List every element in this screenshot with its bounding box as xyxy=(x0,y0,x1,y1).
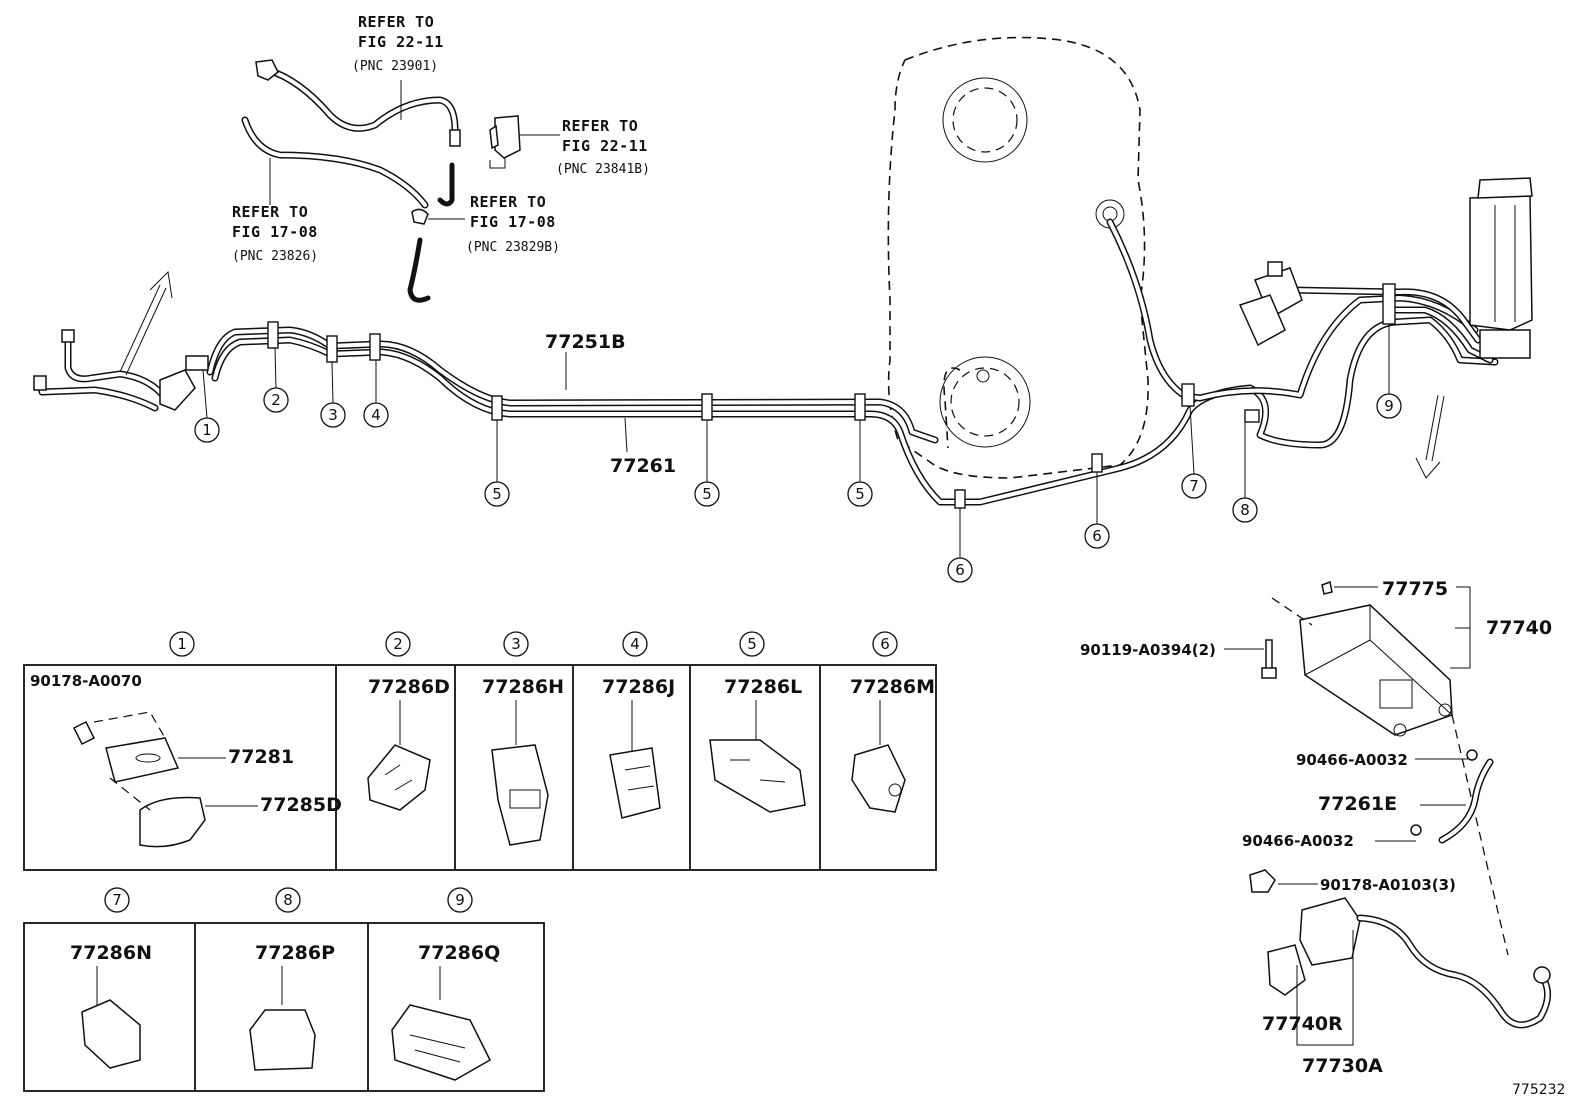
ref-17-08-a-pnc: (PNC 23829B) xyxy=(466,240,560,255)
vsv-valve-icon xyxy=(489,115,521,169)
callout-9: 9 xyxy=(1384,397,1394,415)
part-77286m: 77286M xyxy=(850,676,935,698)
callout-leaders xyxy=(202,324,1390,558)
clip-table-row1 xyxy=(23,664,937,871)
callout-6: 6 xyxy=(1092,527,1102,545)
ref-22-11-b-line2: FIG 22-11 xyxy=(562,137,648,155)
ref-22-11-b-line1: REFER TO xyxy=(562,117,638,135)
part-77730a: 77730A xyxy=(1302,1055,1383,1077)
clip-table-row1-headers: 1 2 3 4 5 6 xyxy=(169,631,898,657)
callout-5: 5 xyxy=(492,485,502,503)
callout-4: 4 xyxy=(371,406,381,424)
purge-vsv-icon xyxy=(1238,261,1303,347)
ref-22-11-b-pnc: (PNC 23841B) xyxy=(556,162,650,177)
callout-5: 5 xyxy=(702,485,712,503)
part-77286n: 77286N xyxy=(70,942,152,964)
ref-17-08-b-pnc: (PNC 23826) xyxy=(232,249,318,264)
part-77281: 77281 xyxy=(228,746,294,768)
part-90466-a0032-lower: 90466-A0032 xyxy=(1242,832,1354,850)
ref-17-08-a-line1: REFER TO xyxy=(470,193,546,211)
ref-17-08-b-line2: FIG 17-08 xyxy=(232,223,318,241)
charcoal-canister-icon xyxy=(1469,177,1533,359)
tube-clamps xyxy=(267,283,1396,509)
part-90178-a0070: 90178-A0070 xyxy=(30,672,142,690)
tube-label-77261: 77261 xyxy=(610,455,676,477)
callout-numbers: 1 2 3 4 5 5 5 6 6 7 8 9 xyxy=(202,391,1394,579)
cell-1-parts: 90178-A0070 77281 77285D xyxy=(30,672,342,848)
callout-5: 5 xyxy=(855,485,865,503)
cell-6-parts: 77286M xyxy=(850,676,935,813)
tube-label-77251b: 77251B xyxy=(545,331,626,353)
table-header-7: 7 xyxy=(112,891,122,909)
ref-17-08-a-line2: FIG 17-08 xyxy=(470,213,556,231)
cell-8-parts: 77286P xyxy=(249,942,335,1071)
filler-hoses xyxy=(241,59,560,303)
part-77261e: 77261E xyxy=(1318,793,1397,815)
ref-22-11-a-line1: REFER TO xyxy=(358,13,434,31)
part-90119-a0394: 90119-A0394(2) xyxy=(1080,641,1216,659)
part-77286l: 77286L xyxy=(724,676,802,698)
table-header-8: 8 xyxy=(283,891,293,909)
table-header-1: 1 xyxy=(177,635,187,653)
table-header-2: 2 xyxy=(393,635,403,653)
clip-table-row2-headers: 7 8 9 xyxy=(104,887,473,913)
part-77286p: 77286P xyxy=(255,942,335,964)
table-header-3: 3 xyxy=(511,635,521,653)
fuel-tubes xyxy=(33,218,1499,506)
part-77740r: 77740R xyxy=(1262,1013,1343,1035)
figure-id: 775232 xyxy=(1512,1082,1565,1098)
table-header-4: 4 xyxy=(630,635,640,653)
cell-7-parts: 77286N xyxy=(70,942,152,1069)
table-header-6: 6 xyxy=(880,635,890,653)
ref-22-11-a-line2: FIG 22-11 xyxy=(358,33,444,51)
ref-17-08-b-line1: REFER TO xyxy=(232,203,308,221)
reference-notes: REFER TO FIG 22-11 (PNC 23901) REFER TO … xyxy=(232,13,650,264)
callout-6: 6 xyxy=(955,561,965,579)
part-77286d: 77286D xyxy=(368,676,450,698)
cell-5-parts: 77286L xyxy=(709,676,806,813)
table-header-9: 9 xyxy=(455,891,465,909)
callout-circles xyxy=(194,387,1402,583)
cell-3-parts: 77286H xyxy=(482,676,564,846)
part-90178-a0103: 90178-A0103(3) xyxy=(1320,876,1456,894)
part-77285d: 77285D xyxy=(260,794,342,816)
callout-3: 3 xyxy=(328,406,338,424)
part-77740: 77740 xyxy=(1486,617,1552,639)
callout-1: 1 xyxy=(202,421,212,439)
callout-7: 7 xyxy=(1189,477,1199,495)
clip-table-row2 xyxy=(23,922,545,1092)
callout-8: 8 xyxy=(1240,501,1250,519)
part-90466-a0032-upper: 90466-A0032 xyxy=(1296,751,1408,769)
part-77775: 77775 xyxy=(1382,578,1448,600)
cell-4-parts: 77286J xyxy=(602,676,675,819)
canister-exploded xyxy=(1224,580,1552,1046)
part-77286j: 77286J xyxy=(602,676,675,698)
table-header-5: 5 xyxy=(747,635,757,653)
part-77286q: 77286Q xyxy=(418,942,500,964)
fuel-tank-outline xyxy=(887,36,1149,479)
direction-arrows xyxy=(119,270,1445,479)
cell-9-parts: 77286Q xyxy=(391,942,500,1081)
part-77286h: 77286H xyxy=(482,676,564,698)
canister-labels: 77775 77740 90119-A0394(2) 90466-A0032 7… xyxy=(1080,578,1552,1077)
cell-2-parts: 77286D xyxy=(367,676,450,811)
ref-22-11-a-pnc: (PNC 23901) xyxy=(352,59,438,74)
callout-2: 2 xyxy=(271,391,281,409)
